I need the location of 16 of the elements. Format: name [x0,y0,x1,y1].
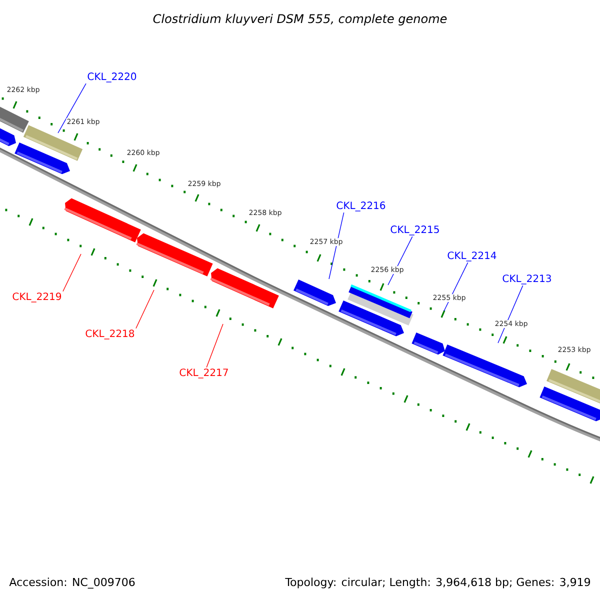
leader-line [62,254,82,292]
gene-label: CKL_2214 [448,252,496,262]
gene-label: CKL_2217 [180,368,228,378]
leader-line [206,324,224,368]
gene-label: CKL_2218 [86,330,134,340]
accession-text: Accession: NC_009706 [9,578,135,589]
leader-line [328,212,344,280]
genome-info-text: Topology: circular; Length: 3,964,618 bp; Genes: 3,919 [285,578,590,588]
gene-label: CKL_2220 [88,72,136,82]
leader-line [58,83,86,134]
gene-label: CKL_2213 [502,274,551,284]
leader-line [136,290,154,329]
gene-label: CKL_2216 [336,202,386,212]
gene-label: CKL_2219 [12,292,62,302]
title: Clostridium kluyveri DSM 555, complete genome [153,14,447,26]
gene-label: CKL_2215 [390,226,439,236]
